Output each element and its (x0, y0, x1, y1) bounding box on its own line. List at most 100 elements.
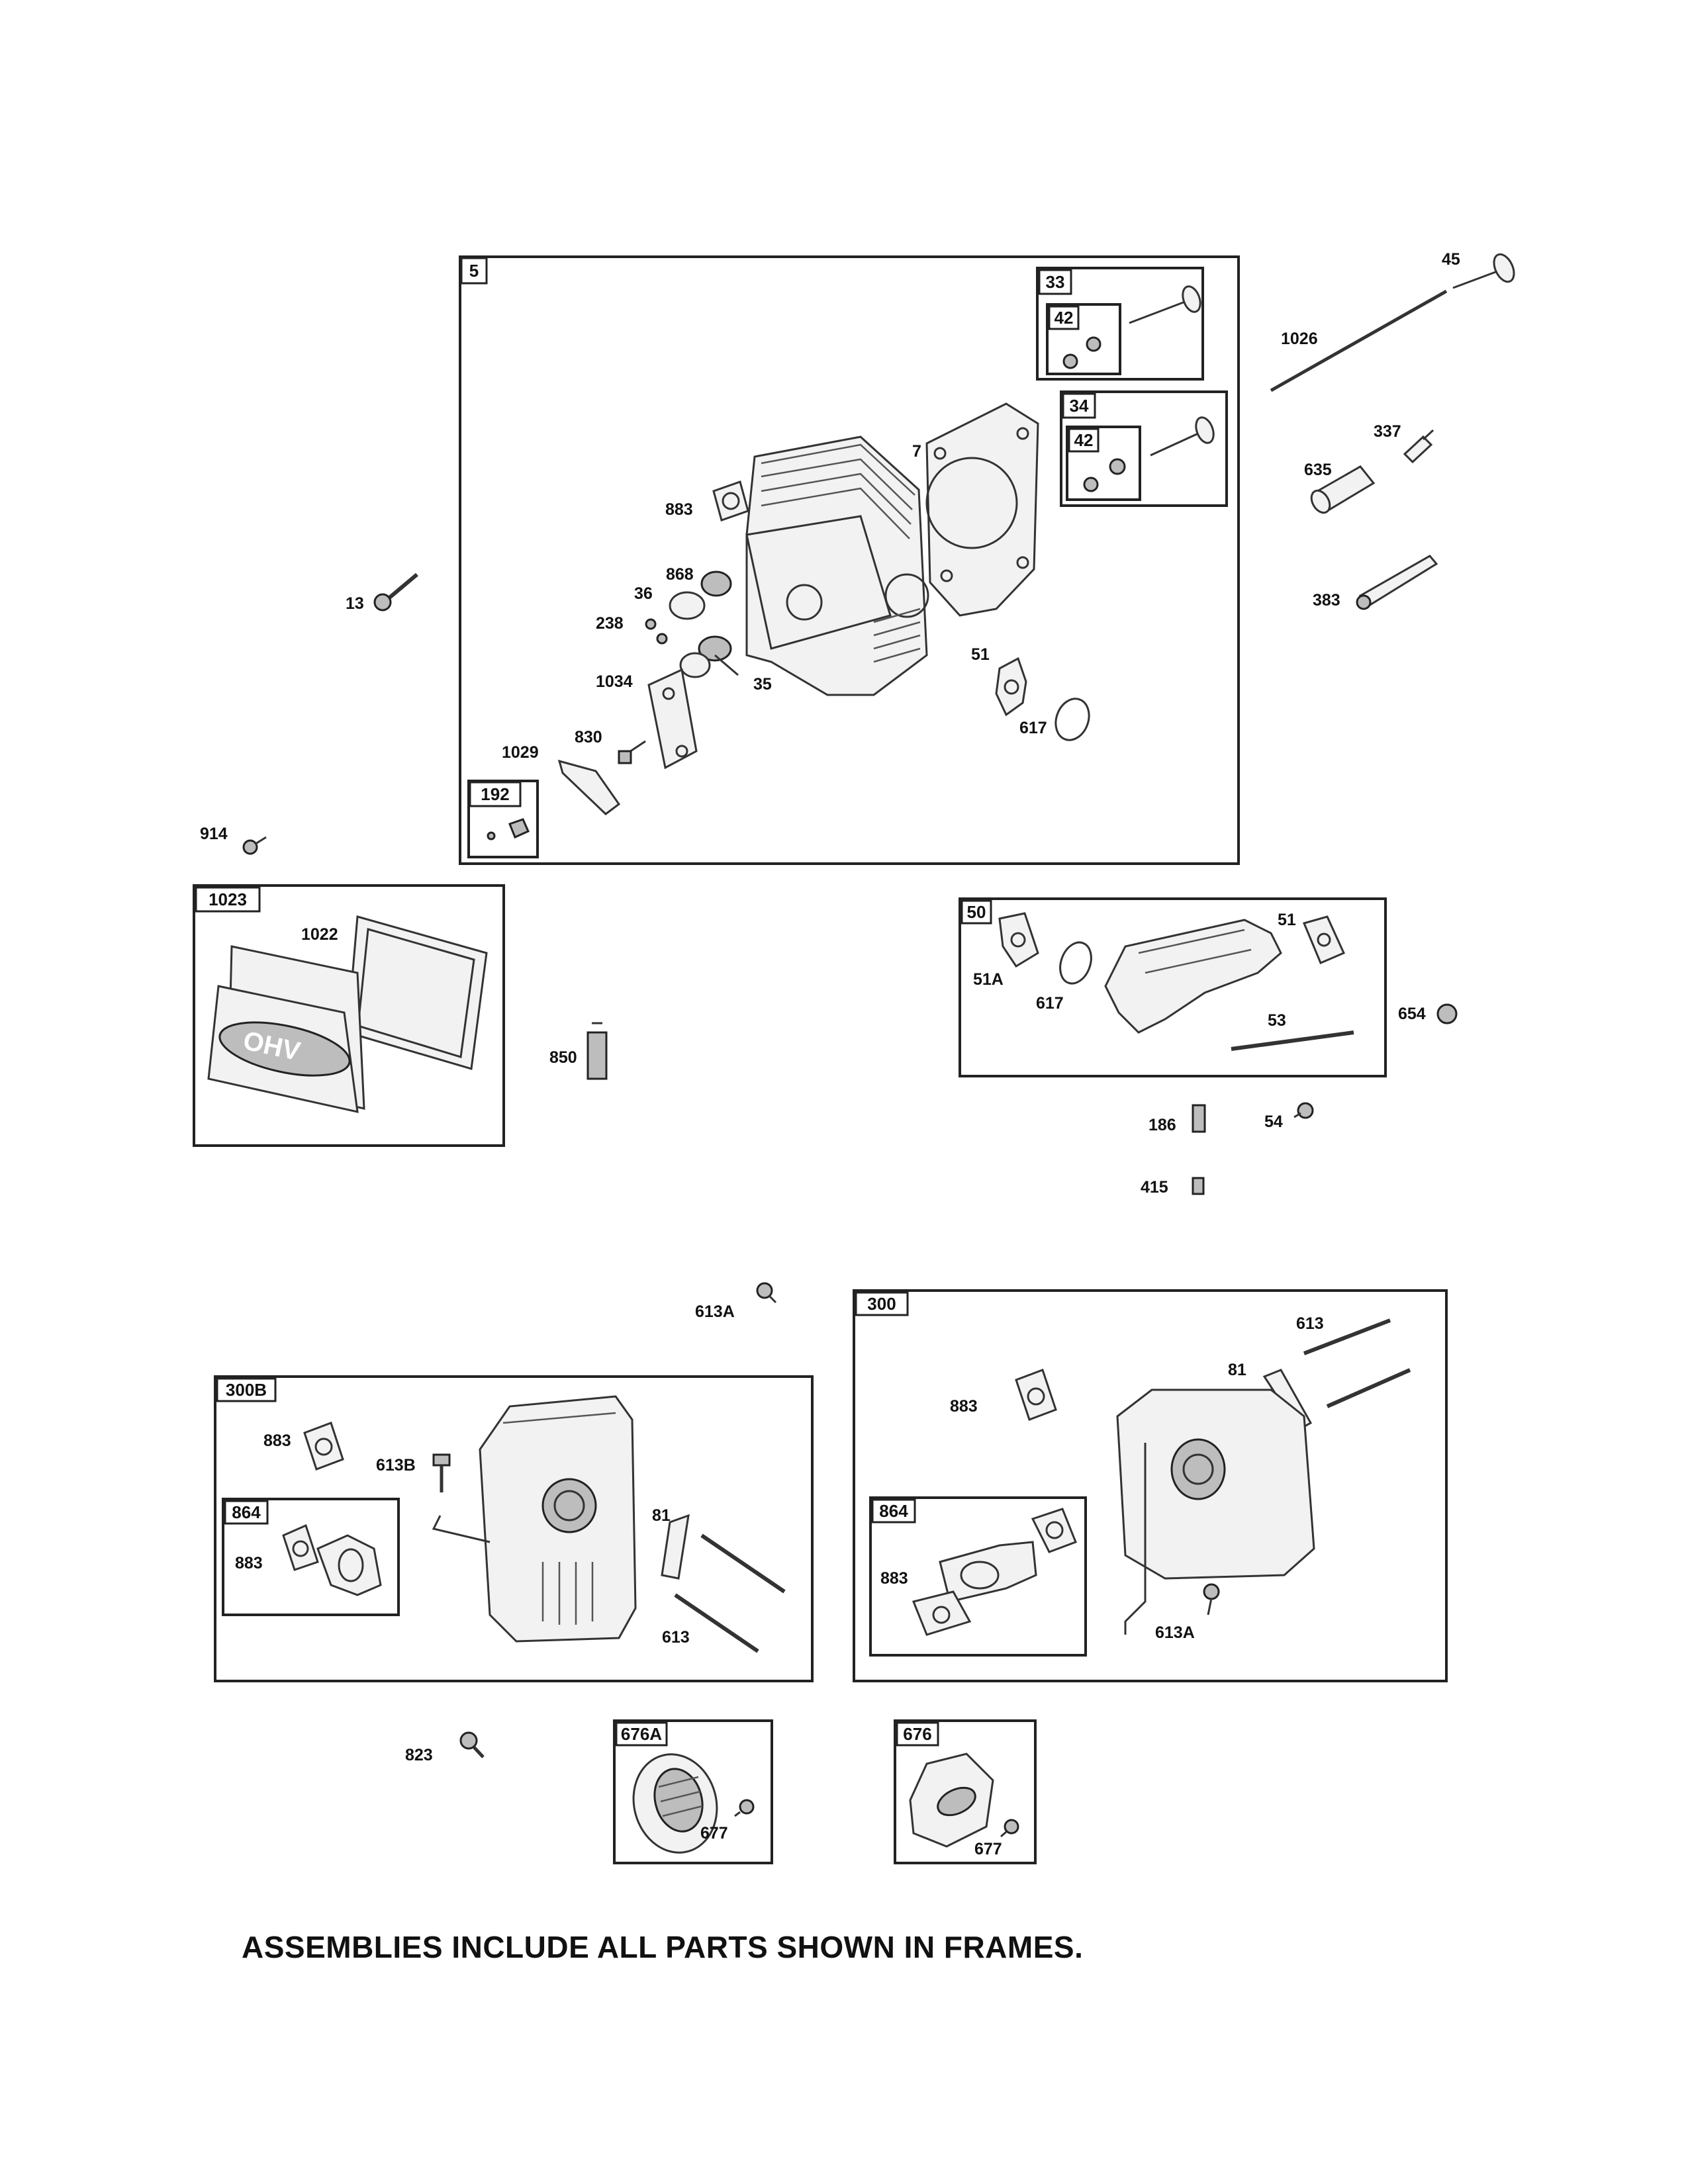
frame-tag: 33 (1046, 272, 1065, 292)
part-label: 654 (1398, 1005, 1426, 1023)
part-label: 51 (1278, 911, 1296, 929)
gasket-icon (1015, 1369, 1057, 1421)
part-label: 883 (950, 1397, 978, 1416)
part-label: 883 (235, 1554, 263, 1572)
gasket-icon (1031, 1508, 1077, 1553)
spark-plug-boot-icon (1310, 465, 1376, 514)
breather-tube-icon (586, 1022, 608, 1080)
valve-icon (1129, 285, 1201, 324)
spark-plug-icon (1403, 429, 1434, 464)
muffler-icon (1116, 1388, 1315, 1635)
frame-tag: 192 (481, 784, 509, 804)
part-label: 51 (971, 645, 990, 664)
gasket-icon (1302, 915, 1345, 964)
part-label: 238 (596, 614, 624, 633)
frame-tag: 50 (967, 902, 986, 922)
screw-icon (242, 836, 267, 855)
part-label: 35 (753, 675, 772, 694)
part-label: 45 (1442, 250, 1460, 269)
part-label: 823 (405, 1746, 433, 1764)
frame-tag: 676 (903, 1724, 931, 1744)
screw-icon (432, 1453, 451, 1492)
screw-icon (1293, 1102, 1314, 1119)
part-label: 635 (1304, 461, 1332, 479)
frame-tag: 1023 (209, 889, 247, 909)
frame-864-exhaust-flange: 864 883 (869, 1496, 1087, 1657)
frame-192-breather: 192 (467, 780, 539, 858)
frame-tag: 42 (1074, 430, 1094, 450)
frame-50-intake-manifold-assembly: 50 51A 617 51 53 (959, 897, 1387, 1077)
muffler-bolt-icon (1303, 1318, 1411, 1408)
part-label: 677 (700, 1824, 728, 1843)
part-label: 81 (1228, 1361, 1246, 1379)
nut-icon (1436, 1003, 1458, 1024)
part-label: 830 (575, 728, 602, 747)
frame-300-muffler-assembly: 300 613 81 883 613A 864 (853, 1289, 1448, 1682)
frame-tag: 300 (867, 1294, 896, 1314)
lock-plate-icon (661, 1514, 690, 1580)
valve-seal-icon (1062, 336, 1102, 369)
part-label: 868 (666, 565, 694, 584)
valve-cover-icon: OHV (207, 945, 365, 1113)
part-label: 415 (1141, 1178, 1168, 1197)
part-label: 13 (346, 594, 364, 613)
exhaust-valve-icon (1452, 253, 1515, 289)
screw-icon (734, 1799, 755, 1817)
frame-33-exhaust-valve: 33 42 (1036, 267, 1204, 381)
gasket-icon (282, 1524, 319, 1571)
part-label: 1022 (301, 925, 338, 944)
rocker-plate-icon (647, 668, 698, 770)
plug-icon (1192, 1177, 1205, 1195)
part-label: 617 (1036, 994, 1064, 1013)
head-gasket-icon (925, 402, 1039, 617)
part-label: 36 (634, 584, 653, 603)
part-label: 883 (880, 1569, 908, 1588)
part-label: 54 (1264, 1113, 1283, 1131)
o-ring-icon (1059, 941, 1092, 985)
screw-icon (459, 1731, 485, 1758)
frame-300b-muffler-assembly: 300B 883 613B 81 613 (214, 1375, 814, 1682)
frame-tag: 42 (1055, 308, 1074, 328)
screw-icon (1000, 1819, 1019, 1838)
frame-tag: 34 (1070, 396, 1089, 416)
frame-676a-muffler-guard: 676A 677 (613, 1719, 773, 1864)
muffler-guard-icon (909, 1752, 994, 1848)
part-label: 613A (695, 1302, 735, 1321)
part-label: 613 (662, 1628, 690, 1647)
muffler-icon (432, 1395, 637, 1643)
o-ring-icon (1055, 698, 1090, 741)
valve-icon (1150, 416, 1215, 457)
muffler-guard-icon (632, 1753, 718, 1854)
frame-1023-valve-cover-assembly: 1023 1022 OHV (193, 884, 505, 1147)
part-label: 850 (549, 1048, 577, 1067)
part-label: 337 (1374, 422, 1401, 441)
frame-tag: 676A (621, 1724, 662, 1744)
gasket-icon (912, 1590, 972, 1636)
part-label: 1034 (596, 672, 633, 691)
part-label: 186 (1149, 1116, 1176, 1134)
part-label: 613A (1155, 1623, 1195, 1642)
gasket-icon (998, 912, 1039, 968)
gasket-icon (303, 1422, 344, 1471)
part-label: 1026 (1281, 330, 1318, 348)
frame-tag: 864 (232, 1502, 261, 1522)
intake-manifold-icon (1104, 919, 1282, 1034)
part-label: 1029 (502, 743, 539, 762)
bolt-icon (618, 740, 646, 764)
part-label: 677 (974, 1840, 1002, 1858)
part-label: 613B (376, 1456, 416, 1475)
frame-tag: 864 (879, 1501, 908, 1521)
exhaust-flange-icon (316, 1534, 382, 1596)
part-label: 617 (1019, 719, 1047, 737)
frame-676-muffler-guard: 676 677 (894, 1719, 1037, 1864)
part-label: 883 (665, 500, 693, 519)
frame-tag: 5 (469, 261, 479, 281)
push-rod-icon (1270, 289, 1448, 392)
screw-icon (1203, 1583, 1220, 1615)
part-label: 613 (1296, 1314, 1324, 1333)
oil-fill-tube-icon (1356, 555, 1438, 610)
frame-5-cylinder-head-assembly: 5 33 42 34 42 (459, 255, 1240, 865)
frame-864-exhaust-flange: 864 883 (222, 1498, 400, 1616)
screw-icon (756, 1282, 777, 1304)
